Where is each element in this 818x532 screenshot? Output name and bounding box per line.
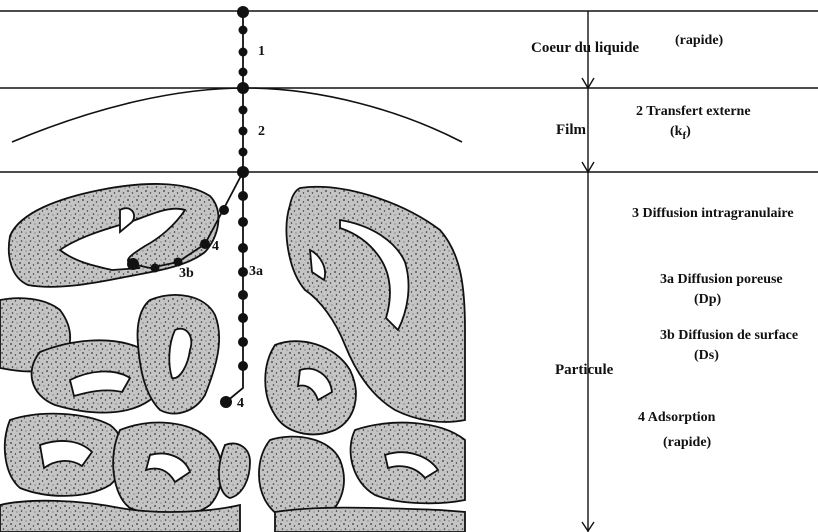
grain	[275, 508, 465, 532]
step-4-upper-label: 4	[212, 239, 219, 255]
step-1-label: 1	[258, 44, 265, 60]
surface-diffusion-coef: (Ds)	[694, 348, 719, 364]
step-3b-label: 3b	[179, 266, 194, 282]
particle-grains	[0, 184, 465, 532]
zone-arrows	[582, 11, 594, 532]
zone-film-label: Film	[556, 122, 586, 139]
zone-bulk-label: Coeur du liquide	[531, 40, 639, 57]
adsorption-rate-label: (rapide)	[663, 435, 711, 451]
surface-diffusion-label: 3b Diffusion de surface	[660, 328, 798, 344]
external-transfer-label: 2 Transfert externe	[636, 104, 751, 120]
pore-diffusion-label: 3a Diffusion poreuse	[660, 272, 783, 288]
grain	[219, 444, 250, 498]
external-transfer-coef: (kf)	[670, 124, 691, 140]
pore-diffusion-coef: (Dp)	[694, 292, 721, 308]
bulk-rate-label: (rapide)	[675, 33, 723, 49]
intragranular-label: 3 Diffusion intragranulaire	[632, 206, 794, 222]
step-2-label: 2	[258, 124, 265, 140]
coef-base: (k	[670, 124, 682, 139]
step-3a-label: 3a	[249, 264, 263, 280]
adsorption-label: 4 Adsorption	[638, 410, 715, 426]
step-4-lower-label: 4	[237, 396, 244, 412]
particle-surface-curve	[12, 88, 462, 142]
zone-particle-label: Particule	[555, 362, 613, 379]
coef-close: )	[686, 124, 691, 139]
coef-subscript: f	[682, 130, 686, 142]
